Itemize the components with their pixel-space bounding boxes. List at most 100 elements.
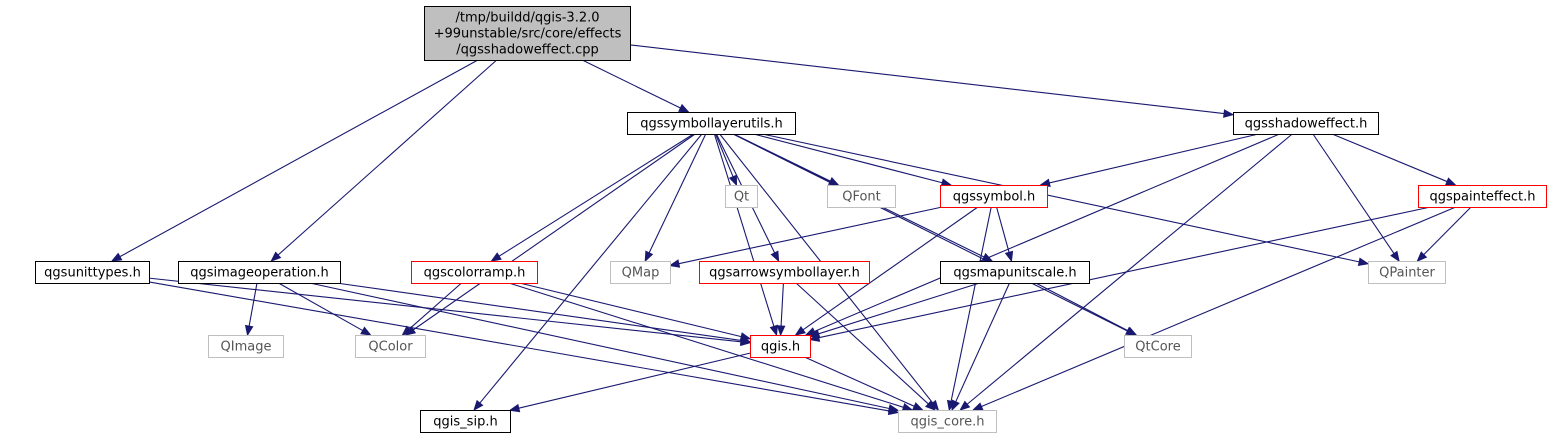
edge-line: [804, 356, 915, 407]
edge-symbollayerutils-to-qmap: [644, 133, 707, 263]
arrowhead-icon: [644, 250, 654, 263]
node-label: qgis.h: [761, 340, 800, 355]
node-box: [1233, 112, 1379, 135]
node-box: [725, 185, 758, 208]
edge-line: [1312, 133, 1395, 254]
edge-root-to-shadoweffect: [629, 44, 1235, 118]
edge-symbollayerutils-to-colorramp: [490, 133, 694, 262]
node-qmap: QMap: [610, 261, 671, 284]
edge-root-to-imageoperation: [270, 59, 498, 262]
edge-imageoperation-to-qcolor: [278, 282, 372, 336]
edge-line: [277, 59, 498, 256]
edge-colorramp-to-qgis: [519, 282, 752, 341]
node-label: +99unstable/src/core/effects: [434, 27, 622, 42]
edge-line: [1035, 282, 1129, 332]
node-label: QColor: [368, 340, 413, 355]
edge-line: [732, 133, 1128, 332]
node-label: qgsimageoperation.h: [190, 266, 329, 281]
arrowhead-icon: [728, 174, 737, 187]
edge-line: [955, 282, 1011, 403]
node-qpainter: QPainter: [1368, 261, 1446, 284]
edge-line: [762, 133, 1360, 263]
arrowhead-icon: [401, 325, 413, 336]
node-qfont: QFont: [827, 185, 896, 208]
node-label: QPainter: [1379, 266, 1435, 281]
edge-painteffect-to-qpainter: [1416, 206, 1472, 262]
node-arrowsymbollayer[interactable]: qgsarrowsymbollayer.h: [699, 261, 870, 284]
edge-line: [648, 133, 707, 254]
node-box: [178, 261, 341, 284]
node-label: qgssymbollayerutils.h: [640, 117, 783, 132]
node-colorramp[interactable]: qgscolorramp.h: [411, 261, 538, 284]
node-box: [1418, 185, 1547, 208]
edge-colorramp-to-qgis_core: [508, 282, 914, 412]
node-shadoweffect[interactable]: qgsshadoweffect.h: [1233, 112, 1379, 135]
node-label: qgsarrowsymbollayer.h: [709, 266, 860, 281]
node-label: qgsunittypes.h: [44, 266, 141, 281]
edge-line: [966, 133, 1293, 405]
arrowhead-icon: [244, 324, 254, 337]
node-box: [208, 335, 284, 358]
node-label: Qt: [734, 190, 749, 205]
edge-shadoweffect-to-qgis: [804, 133, 1280, 336]
node-painteffect[interactable]: qgspainteffect.h: [1418, 185, 1547, 208]
edge-line: [981, 206, 1457, 408]
edge-arrowsymbollayer-to-qgis_core: [795, 282, 936, 411]
node-qgis_core: qgis_core.h: [898, 410, 997, 433]
node-label: qgspainteffect.h: [1429, 190, 1535, 205]
arrowhead-icon: [1390, 250, 1400, 263]
node-box: [827, 185, 896, 208]
node-label: qgscolorramp.h: [424, 266, 526, 281]
node-imageoperation[interactable]: qgsimageoperation.h: [178, 261, 341, 284]
edge-line: [950, 206, 992, 402]
edge-line: [148, 277, 742, 343]
edge-symbol-to-qmap: [668, 206, 943, 268]
node-box: [940, 185, 1048, 208]
node-root[interactable]: /tmp/buildd/qgis-3.2.0+99unstable/src/co…: [424, 6, 631, 61]
edge-line: [408, 282, 462, 330]
edge-symbollayerutils-to-qt: [715, 133, 737, 187]
edge-line: [278, 282, 363, 332]
edge-line: [248, 282, 258, 327]
arrowhead-icon: [473, 399, 484, 412]
node-label: qgis_sip.h: [433, 415, 497, 430]
node-qgis_sip[interactable]: qgis_sip.h: [420, 410, 511, 433]
arrowhead-icon: [668, 259, 681, 268]
edge-line: [519, 282, 742, 338]
node-qgis[interactable]: qgis.h: [750, 335, 811, 358]
node-qimage: QImage: [208, 335, 284, 358]
node-label: qgsshadoweffect.h: [1245, 117, 1368, 132]
edge-qgis-to-qgis_sip: [508, 352, 751, 413]
node-qtcore: QtCore: [1124, 335, 1192, 358]
edge-line: [518, 352, 751, 409]
nodes-layer: /tmp/buildd/qgis-3.2.0+99unstable/src/co…: [35, 6, 1547, 433]
node-label: QtCore: [1135, 340, 1180, 355]
edge-root-to-symbollayerutils: [581, 59, 690, 113]
edge-line: [336, 282, 742, 342]
node-box: [1368, 261, 1446, 284]
edge-shadoweffect-to-painteffect: [1331, 133, 1457, 186]
node-unittypes[interactable]: qgsunittypes.h: [35, 261, 150, 284]
arrowhead-icon: [794, 325, 806, 336]
arrowhead-icon: [959, 400, 971, 411]
edge-line: [753, 133, 943, 184]
node-box: [940, 261, 1090, 284]
arrowhead-icon: [1444, 177, 1457, 186]
edge-colorramp-to-qcolor: [401, 282, 462, 336]
arrowhead-icon: [776, 325, 786, 337]
edge-qgis-to-qgis_core: [804, 356, 924, 411]
arrowhead-icon: [270, 251, 282, 262]
node-label: QMap: [622, 266, 660, 281]
edge-line: [713, 133, 775, 327]
edge-line: [1049, 133, 1259, 184]
edge-shadoweffect-to-qgis_core: [959, 133, 1293, 411]
node-box: [1124, 335, 1192, 358]
node-symbol[interactable]: qgssymbol.h: [940, 185, 1048, 208]
arrowhead-icon: [1416, 251, 1428, 262]
node-qt: Qt: [725, 185, 758, 208]
edge-painteffect-to-qgis_core: [971, 206, 1457, 411]
node-symbollayerutils[interactable]: qgssymbollayerutils.h: [627, 112, 796, 135]
edge-painteffect-to-qgis: [808, 206, 1431, 342]
node-mapunitscale[interactable]: qgsmapunitscale.h: [940, 261, 1090, 284]
